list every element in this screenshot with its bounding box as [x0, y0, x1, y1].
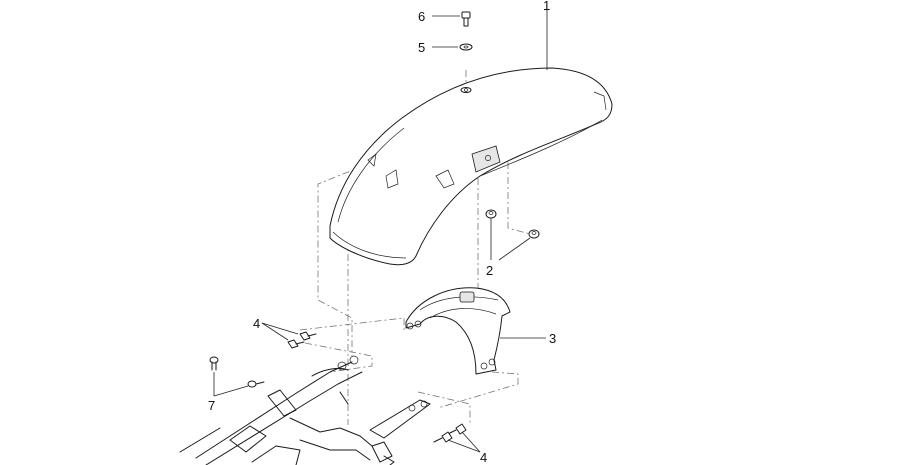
fender-nuts [485, 209, 540, 239]
callout-4-upper: 4 [253, 316, 260, 331]
fasteners-7 [209, 356, 265, 388]
leader-lines [213, 10, 548, 453]
fender-screw [461, 11, 471, 27]
callout-3: 3 [549, 331, 556, 346]
callout-1: 1 [543, 0, 550, 13]
callout-4-lower: 4 [480, 450, 487, 465]
callout-6: 6 [418, 9, 425, 24]
callout-7: 7 [208, 398, 215, 413]
callout-5: 5 [418, 40, 425, 55]
rear-fender [329, 67, 613, 266]
frame-rails [179, 355, 431, 465]
callout-labels: 6 5 1 2 3 4 7 4 [208, 0, 556, 465]
bolts-lower [433, 423, 467, 443]
fender-washer [459, 43, 473, 51]
bolts-upper [287, 331, 317, 349]
callout-2: 2 [486, 263, 493, 278]
fender-bracket [405, 287, 511, 375]
